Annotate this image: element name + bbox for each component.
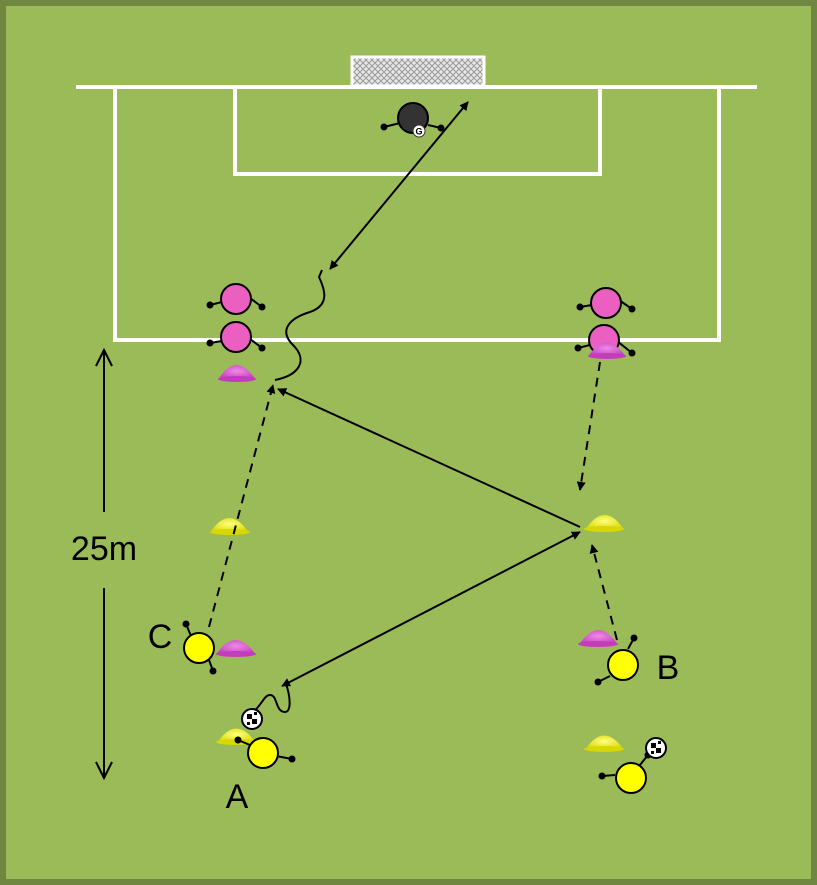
player-b (594, 634, 639, 686)
pass-b-to-c-run (277, 388, 581, 528)
dribble-wiggle-top (274, 269, 326, 381)
player-bottom-right (598, 751, 652, 794)
defender-left-top (206, 283, 266, 315)
cone-pink-right-top (588, 342, 626, 359)
goalkeeper-marker: G (415, 127, 422, 137)
distance-marker (95, 347, 113, 781)
run-b (589, 544, 618, 641)
player-bottom-right-body (615, 762, 647, 794)
cone-pink-left-top (218, 365, 256, 382)
player-c-body (183, 632, 215, 664)
player-c (182, 620, 217, 675)
defender-left-bottom (206, 321, 266, 353)
ball-bottom-right (645, 737, 667, 759)
cone-pink-right-low (578, 630, 618, 647)
cone-yellow-right-mid (584, 515, 624, 532)
player-b-body (607, 649, 639, 681)
defender-right-top (576, 287, 636, 319)
player-a (234, 736, 296, 769)
cone-yellow-right-bottom (584, 735, 624, 752)
ball-a (241, 708, 263, 730)
movement-lines (208, 101, 618, 714)
goal-net (350, 55, 486, 88)
pass-a-b (281, 531, 581, 687)
penalty-area (113, 87, 721, 342)
player-b-label: B (657, 649, 680, 687)
cone-pink-left-low (216, 640, 256, 657)
cone-yellow-left-mid (210, 518, 250, 535)
distance-label: 25m (71, 530, 137, 568)
player-a-label: A (226, 778, 249, 816)
run-c (208, 384, 276, 628)
run-defender-right (576, 361, 601, 491)
shot-arrow (329, 101, 469, 270)
player-a-body (247, 737, 279, 769)
dribble-wiggle-bottom (252, 683, 291, 714)
player-c-label: C (148, 618, 173, 656)
